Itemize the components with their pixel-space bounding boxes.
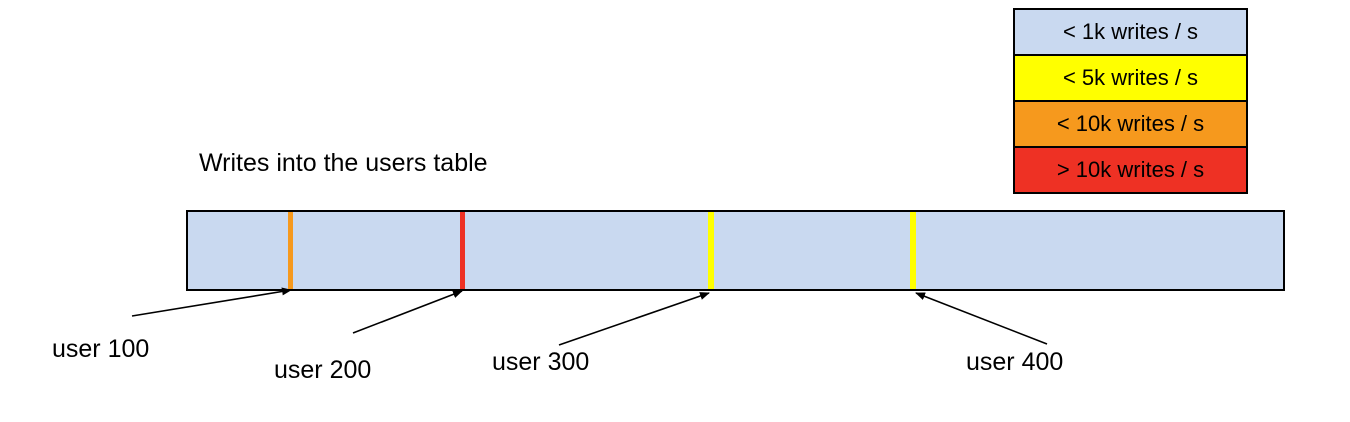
users-table-bar — [186, 210, 1285, 291]
legend: < 1k writes / s < 5k writes / s < 10k wr… — [1013, 8, 1248, 194]
label-user-200: user 200 — [274, 356, 372, 384]
arrow-user-300 — [558, 292, 710, 346]
diagram-title: Writes into the users table — [199, 149, 488, 177]
legend-item-lt-1k: < 1k writes / s — [1015, 10, 1246, 54]
write-marker-user-200 — [460, 212, 465, 289]
legend-item-gt-10k: > 10k writes / s — [1015, 146, 1246, 192]
arrow-user-100 — [131, 287, 292, 317]
arrow-user-400 — [915, 292, 1048, 345]
write-marker-user-400 — [910, 212, 916, 289]
write-marker-user-300 — [708, 212, 714, 289]
label-user-400: user 400 — [966, 348, 1064, 376]
arrow-user-200 — [352, 290, 463, 334]
legend-item-lt-10k: < 10k writes / s — [1015, 100, 1246, 146]
label-user-300: user 300 — [492, 348, 590, 376]
legend-item-lt-5k: < 5k writes / s — [1015, 54, 1246, 100]
label-user-100: user 100 — [52, 335, 150, 363]
write-marker-user-100 — [288, 212, 293, 289]
